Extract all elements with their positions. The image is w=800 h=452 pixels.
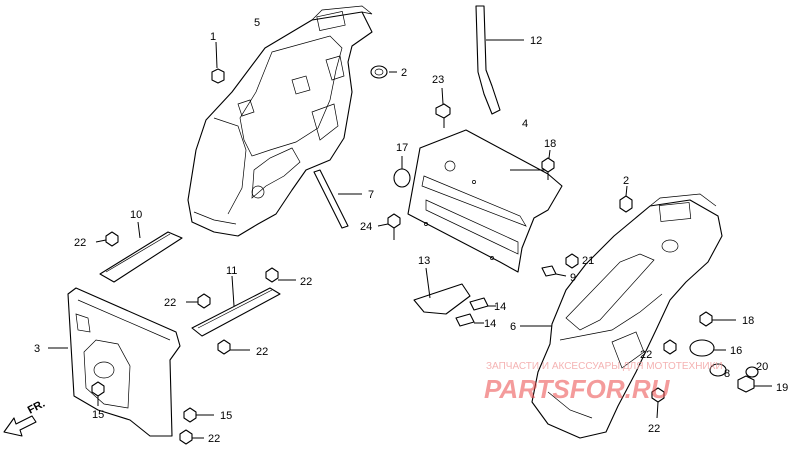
part-22-bolt-b [265, 267, 296, 283]
callout-5: 5 [254, 17, 260, 29]
callout-18: 18 [742, 315, 754, 327]
callout-22: 22 [256, 346, 268, 358]
part-19-bolt [737, 375, 772, 393]
part-13-pad [413, 267, 471, 315]
callout-4: 4 [522, 118, 528, 130]
part-17-grommet [393, 156, 411, 188]
callout-8: 8 [724, 368, 730, 380]
callout-3: 3 [34, 343, 40, 355]
callout-22: 22 [74, 237, 86, 249]
part-22-bolt-f [663, 339, 677, 355]
callout-22: 22 [164, 297, 176, 309]
callout-7: 7 [368, 189, 374, 201]
part-24-bolt [377, 213, 401, 240]
callout-23: 23 [432, 74, 444, 86]
watermark-logo: PARTSFOR.RU [484, 374, 671, 404]
callout-20: 20 [756, 361, 768, 373]
callout-22: 22 [640, 349, 652, 361]
part-9-collar [541, 265, 567, 277]
part-10-bracket [99, 221, 183, 283]
part-20-washer [745, 366, 759, 378]
part-18-bolt-top [541, 149, 555, 180]
callout-1: 1 [210, 31, 216, 43]
callout-22: 22 [648, 423, 660, 435]
callout-12: 12 [530, 35, 542, 47]
part-1-nut [211, 41, 225, 84]
part-11-bracket [191, 275, 281, 337]
callout-9: 9 [570, 272, 576, 284]
part-23-bolt [435, 87, 451, 128]
part-22-bolt-e [179, 429, 204, 445]
part-4-center-cover [407, 129, 563, 273]
callout-13: 13 [418, 255, 430, 267]
part-14-clip-b [455, 313, 484, 327]
callout-16: 16 [730, 345, 742, 357]
part-5-left-fender [187, 5, 373, 237]
callout-14: 14 [494, 301, 506, 313]
callout-2: 2 [401, 67, 407, 79]
callout-18: 18 [544, 138, 556, 150]
part-2-grommet-top [370, 65, 397, 79]
callout-15: 15 [92, 409, 104, 421]
callout-2: 2 [623, 175, 629, 187]
part-12-stay [475, 5, 524, 115]
part-22-bolt-g [651, 387, 665, 419]
part-15-bolt-b [183, 407, 214, 423]
callout-17: 17 [396, 142, 408, 154]
part-16-grommet [689, 339, 726, 357]
front-direction-arrow: FR. [3, 398, 47, 437]
callout-24: 24 [360, 221, 372, 233]
callout-6: 6 [510, 321, 516, 333]
callout-21: 21 [582, 255, 594, 267]
part-22-bolt-a [95, 231, 119, 247]
callout-22: 22 [300, 276, 312, 288]
callout-14: 14 [484, 318, 496, 330]
watermark-caption: ЗАПЧАСТИ И АКСЕССУАРЫ ДЛЯ МОТОТЕХНИКИ [486, 361, 723, 372]
part-21-nut [565, 253, 579, 269]
callout-22: 22 [208, 433, 220, 445]
part-22-bolt-c [186, 293, 211, 309]
part-8-collar [709, 363, 727, 377]
part-22-bolt-d [217, 339, 250, 355]
callout-10: 10 [130, 209, 142, 221]
direction-label: FR. [26, 398, 47, 417]
part-2-grommet-right [619, 185, 633, 213]
callout-15: 15 [220, 410, 232, 422]
part-18-bolt-right [699, 311, 736, 327]
part-7-rod [313, 169, 362, 229]
part-6-right-fender [520, 193, 723, 439]
part-15-bolt-a [91, 381, 105, 406]
part-3-lower-panel [48, 287, 181, 437]
part-14-clip-a [469, 297, 496, 311]
callout-11: 11 [226, 265, 237, 277]
callout-19: 19 [776, 382, 788, 394]
